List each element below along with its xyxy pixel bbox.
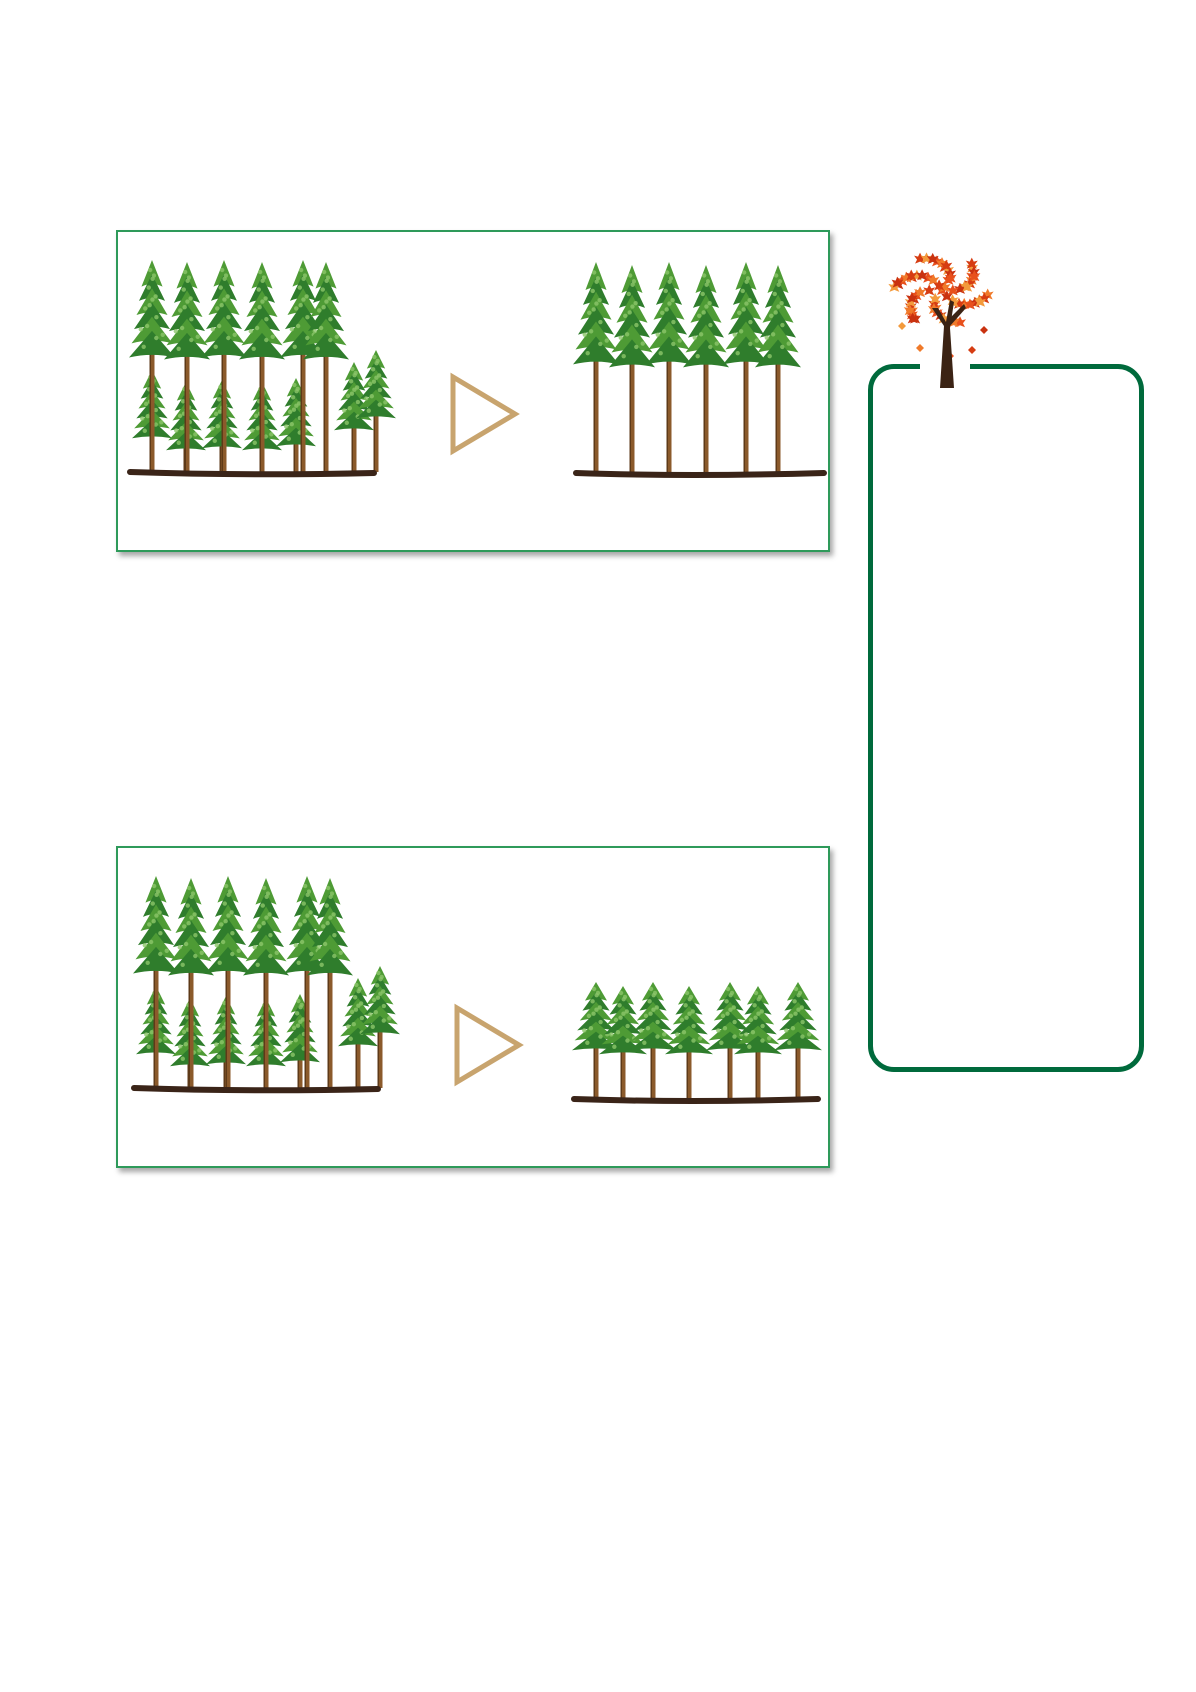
conifer-tree [338, 978, 378, 1088]
conifer-tree [164, 262, 210, 472]
conifer-tree [303, 262, 349, 472]
conifer-tree [280, 994, 320, 1088]
conifer-tree [734, 986, 782, 1100]
conifer-tree [360, 966, 400, 1088]
dense-forest-before [127, 260, 396, 478]
panel-1-illustration [127, 260, 827, 478]
conifer-tree [276, 378, 316, 472]
conifer-tree [572, 982, 620, 1100]
panel-2-illustration [131, 876, 822, 1104]
conifer-tree [683, 265, 729, 474]
conifer-tree [168, 878, 214, 1088]
arrow-icon [450, 372, 520, 456]
conifer-tree [239, 262, 285, 472]
conifer-tree [573, 262, 619, 474]
conifer-tree [609, 265, 655, 474]
conifer-tree [723, 262, 769, 474]
conifer-tree [599, 986, 647, 1100]
thinning-panel-2 [116, 846, 830, 1168]
side-note-frame [868, 364, 1144, 1072]
arrow-icon [454, 1003, 524, 1087]
conifer-tree [356, 350, 396, 472]
conifer-tree [129, 260, 175, 472]
maple-tree-icon [888, 252, 994, 388]
conifer-tree [706, 982, 754, 1100]
thinning-panel-1 [116, 230, 830, 552]
dense-forest-before [131, 876, 400, 1094]
conifer-tree [201, 260, 247, 472]
conifer-tree [205, 876, 251, 1088]
conifer-tree [665, 986, 713, 1100]
conifer-tree [133, 876, 179, 1088]
conifer-tree [774, 982, 822, 1100]
conifer-tree [646, 262, 692, 474]
conifer-tree [243, 878, 289, 1088]
thinned-forest-after [573, 262, 827, 478]
maple-canopy [888, 252, 994, 360]
thinned-forest-after [571, 982, 822, 1104]
conifer-tree [755, 265, 801, 474]
conifer-tree [334, 362, 374, 472]
conifer-tree [629, 982, 677, 1100]
conifer-tree [307, 878, 353, 1088]
